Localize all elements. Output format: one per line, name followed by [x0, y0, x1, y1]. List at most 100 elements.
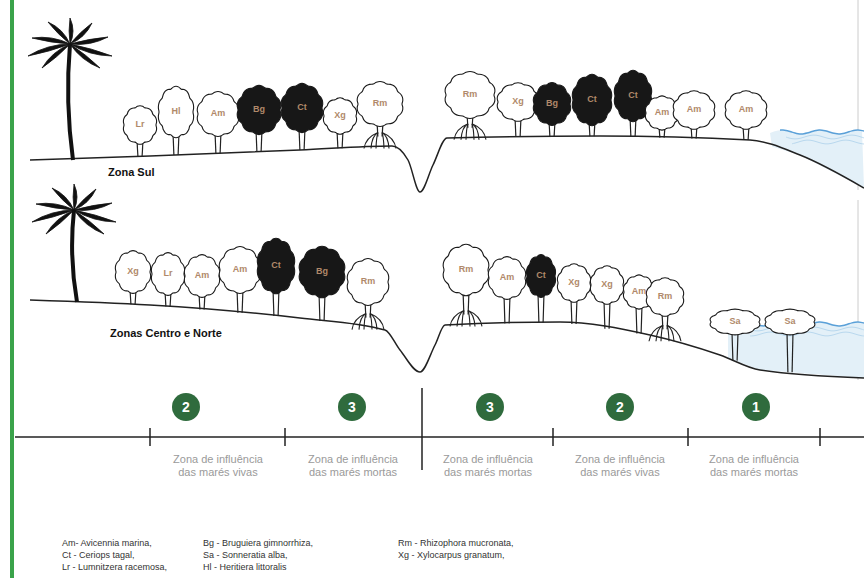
- tree-label: Sa: [729, 317, 740, 326]
- ground-line: [30, 136, 864, 192]
- prop-root: [370, 314, 384, 330]
- light-crown: [765, 309, 815, 335]
- tree-trunk: [636, 306, 642, 334]
- legend-entry: Sa - Sonneratia alba,: [203, 550, 288, 560]
- tree-label: Am: [233, 265, 248, 274]
- palm-frond: [70, 44, 100, 68]
- axis-tick: [552, 428, 554, 446]
- legend-entry: Am- Avicennia marina,: [62, 538, 152, 548]
- prop-root: [466, 124, 468, 140]
- light-crown: [197, 92, 238, 137]
- prop-root: [352, 314, 366, 330]
- prop-root: [472, 124, 486, 140]
- dark-crown: [257, 238, 294, 294]
- light-crown: [323, 98, 356, 134]
- light-crown: [445, 71, 495, 118]
- tree-trunk: [732, 332, 738, 360]
- tree-label: Lr: [164, 269, 173, 278]
- light-crown: [710, 309, 760, 335]
- trunk-line: [736, 332, 738, 360]
- trunk-line: [791, 332, 793, 372]
- tree-label: Ct: [271, 261, 281, 270]
- light-crown: [646, 278, 683, 317]
- tree-label: Rm: [459, 265, 474, 274]
- tree-label: Am: [655, 108, 670, 117]
- prop-root: [371, 133, 378, 149]
- prop-root: [376, 133, 378, 149]
- zone-number: 3: [338, 393, 366, 421]
- legend-entry: Xg - Xylocarpus granatum,: [398, 550, 505, 560]
- prop-root: [468, 310, 475, 326]
- tree-label: Rm: [373, 99, 388, 108]
- callout-number: 3: [486, 400, 494, 414]
- palm-tree: [32, 184, 116, 302]
- legend-entry: Ct - Ceriops tagal,: [62, 550, 135, 560]
- palm-frond: [52, 188, 74, 210]
- zone-title: Zonas Centro e Norte: [110, 327, 222, 339]
- light-crown: [443, 244, 489, 295]
- tree-label: Am: [739, 105, 754, 114]
- zone-number: 3: [476, 393, 504, 421]
- ground-line: [30, 300, 864, 378]
- tree-label: Xg: [334, 111, 346, 120]
- palm-trunk: [72, 210, 77, 302]
- palm-frond: [69, 18, 73, 44]
- palm-frond: [74, 210, 104, 234]
- zone-label: Zona de influência das marés vivas: [163, 453, 273, 479]
- tree-label: Bg: [546, 99, 558, 108]
- trunk-line: [731, 332, 733, 360]
- palm-trunk: [68, 44, 73, 160]
- prop-root: [359, 314, 366, 330]
- axis-tick: [284, 428, 286, 446]
- callout-number: 2: [182, 400, 190, 414]
- prop-root: [667, 325, 669, 341]
- light-crown: [497, 83, 538, 122]
- trunk-layer: [130, 114, 793, 373]
- prop-root: [370, 314, 372, 330]
- tree-label: Ct: [628, 91, 638, 100]
- zone-label: Zona de influência das marés vivas: [565, 453, 675, 479]
- tree-label: Rm: [361, 277, 376, 286]
- water-wave: [786, 135, 864, 139]
- water-layer: [728, 130, 864, 378]
- prop-root: [656, 325, 663, 341]
- axis-tick: [149, 428, 151, 446]
- tree-label: Sa: [784, 317, 795, 326]
- tree-label: Xg: [512, 97, 524, 106]
- palm-frond: [46, 210, 74, 234]
- light-crown: [115, 251, 150, 294]
- tree-label: Am: [195, 271, 210, 280]
- light-crown: [725, 91, 766, 130]
- palm-layer: [28, 18, 116, 302]
- trunk-line: [608, 300, 610, 328]
- light-crown: [219, 246, 260, 293]
- prop-root: [468, 310, 482, 326]
- light-crown: [158, 86, 193, 137]
- legend-entry: Rm - Rhizophora mucronata,: [398, 538, 514, 548]
- tree-label: Am: [632, 287, 647, 296]
- tree-label: Rm: [658, 292, 673, 301]
- palm-tree: [28, 18, 112, 160]
- axis-line: [15, 436, 864, 438]
- zone-number: 2: [172, 393, 200, 421]
- prop-root: [661, 325, 663, 341]
- prop-root: [649, 325, 663, 341]
- dark-crown: [526, 255, 555, 298]
- prop-root: [667, 325, 681, 341]
- light-crown: [673, 91, 714, 130]
- axis-tick: [687, 428, 689, 446]
- zone-number: 1: [742, 393, 770, 421]
- light-crown: [488, 257, 525, 300]
- light-crown: [590, 266, 623, 305]
- prop-root: [468, 310, 470, 326]
- trunk-line: [786, 332, 788, 372]
- tree-label: Am: [500, 273, 515, 282]
- zone-label: Zona de influência das marés mortas: [699, 453, 809, 479]
- dark-crown: [281, 83, 322, 132]
- tree-trunk: [787, 332, 793, 372]
- legend-entry: Lr - Lumnitzera racemosa,: [62, 562, 167, 572]
- palm-frond: [70, 37, 108, 44]
- light-crown: [184, 255, 219, 298]
- light-crown: [123, 106, 156, 145]
- light-crown: [357, 82, 403, 127]
